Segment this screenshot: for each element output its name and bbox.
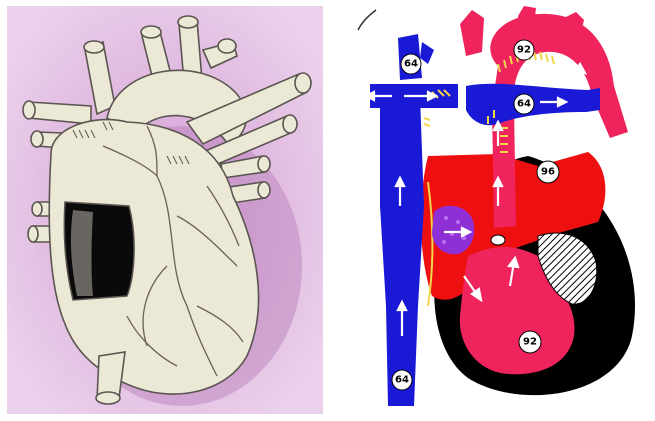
vessel-left-upper-cap bbox=[23, 101, 35, 119]
vessel-mid-left-cap-2 bbox=[28, 226, 38, 242]
heart-exterior-illustration bbox=[7, 6, 323, 414]
vessel-mid-left-cap-1 bbox=[32, 202, 42, 216]
pv-cap-2 bbox=[258, 182, 270, 198]
pulmonary-cap-upper bbox=[295, 73, 311, 93]
label-ivc-bottom: 64 bbox=[395, 375, 409, 386]
heart-exterior-panel bbox=[7, 6, 323, 414]
vessel-cap-3 bbox=[178, 16, 198, 28]
vessel-cap-1 bbox=[84, 41, 104, 53]
label-aorta: 92 bbox=[517, 45, 531, 56]
label-left-ventricle: 92 bbox=[523, 337, 537, 348]
label-svc-top: 64 bbox=[404, 59, 418, 70]
label-left-atrium: 96 bbox=[541, 167, 555, 178]
vessel-cap-4 bbox=[218, 39, 236, 53]
inferior-vessel-cap bbox=[96, 392, 120, 404]
label-pulmonary: 64 bbox=[517, 99, 531, 110]
pulmonary-cap-mid bbox=[283, 115, 297, 133]
vessel-left-lower-cap bbox=[31, 131, 43, 147]
vessel-cap-2 bbox=[141, 26, 161, 38]
circulation-diagram: 64 64 92 96 92 64 bbox=[348, 6, 648, 414]
foramen-ovale bbox=[491, 235, 505, 245]
circulation-diagram-panel: 64 64 92 96 92 64 bbox=[348, 6, 648, 414]
pv-cap-1 bbox=[258, 156, 270, 172]
